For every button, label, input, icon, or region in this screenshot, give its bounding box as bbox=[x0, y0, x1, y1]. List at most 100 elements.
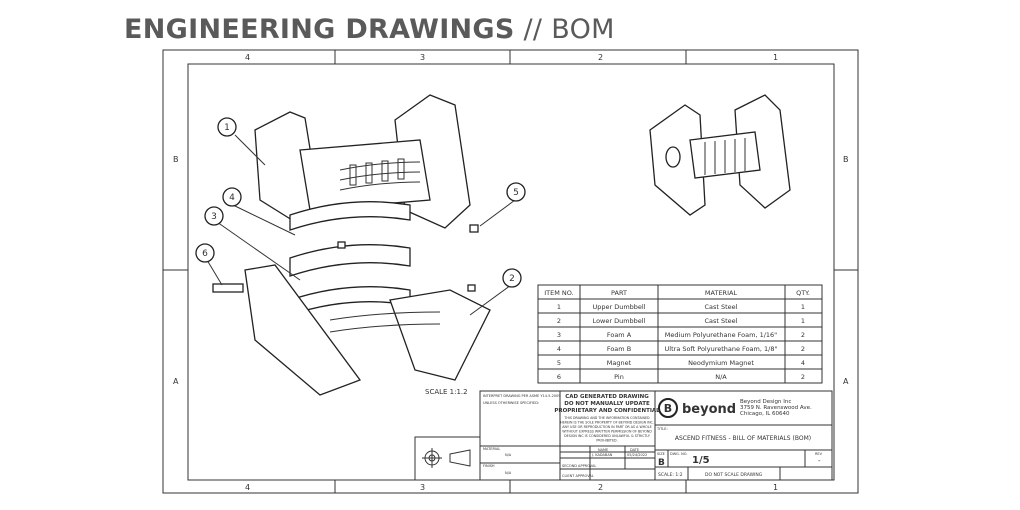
revision: - bbox=[818, 457, 821, 465]
material-label: MATERIAL bbox=[483, 447, 500, 451]
zone-col-1-bottom: 1 bbox=[773, 483, 778, 492]
beyond-logo-icon bbox=[658, 398, 678, 418]
dwg-no-label: DWG. NO. bbox=[670, 452, 687, 456]
title-block: INTERPRET DRAWING PER ASME Y14.5-2009 UN… bbox=[414, 390, 833, 481]
bom-cell: 2 bbox=[801, 373, 805, 381]
drawn-name: J. KADABAN bbox=[591, 453, 613, 457]
zone-col-1-top: 1 bbox=[773, 53, 778, 62]
lower-dumbbell-right-plate bbox=[389, 289, 491, 381]
zone-col-3-top: 3 bbox=[420, 53, 425, 62]
svg-text:B: B bbox=[664, 402, 672, 415]
bom-cell: Magnet bbox=[607, 359, 632, 367]
third-angle-projection-icon bbox=[422, 448, 471, 468]
title-main: ENGINEERING DRAWINGS bbox=[124, 14, 515, 45]
bom-cell: 2 bbox=[801, 331, 805, 339]
magnet bbox=[469, 224, 479, 233]
client-approval-label: CLIENT APPROVAL bbox=[562, 474, 594, 478]
bom-cell: Medium Polyurethane Foam, 1/16" bbox=[665, 331, 777, 339]
sheet-size: B bbox=[658, 458, 665, 468]
bom-cell: Neodymium Magnet bbox=[688, 359, 754, 367]
notice-body-line: HEREIN IS THE SOLE PROPERTY OF BEYOND DE… bbox=[560, 421, 654, 425]
bom-cell: 2 bbox=[557, 317, 561, 325]
bom-header: ITEM NO. bbox=[544, 289, 573, 297]
company-name: Beyond Design Inc bbox=[740, 399, 791, 405]
rev-label: REV bbox=[815, 452, 823, 456]
title-sub: BOM bbox=[551, 14, 615, 45]
bom-cell: Cast Steel bbox=[704, 317, 737, 325]
upper-dumbbell-body bbox=[299, 139, 431, 211]
balloon-1: 1 bbox=[224, 123, 230, 133]
drawn-date: 05/24/2022 bbox=[627, 453, 647, 457]
drawing-number: 1/5 bbox=[692, 455, 710, 466]
bom-cell: 1 bbox=[557, 303, 561, 311]
zone-col-4-bottom: 4 bbox=[245, 483, 250, 492]
bom-header: PART bbox=[611, 289, 627, 297]
notice-line-2: DO NOT MANUALLY UPDATE bbox=[564, 401, 650, 407]
tolerance-title: UNLESS OTHERWISE SPECIFIED: bbox=[483, 401, 539, 405]
lower-dumbbell-left-plate bbox=[244, 264, 362, 396]
bom-cell: Pin bbox=[614, 373, 624, 381]
exploded-view: 1 2 3 4 5 6 SCALE 1:1.2 bbox=[195, 94, 526, 396]
pin bbox=[212, 283, 244, 293]
notice-line-3: PROPRIETARY AND CONFIDENTIAL bbox=[554, 408, 660, 414]
scale-label: SCALE 1:1.2 bbox=[425, 388, 468, 396]
bom-cell: 4 bbox=[801, 359, 805, 367]
balloon-2: 2 bbox=[509, 274, 515, 284]
bom-cell: Foam A bbox=[607, 331, 632, 339]
zone-col-2-bottom: 2 bbox=[598, 483, 603, 492]
assembled-view bbox=[649, 94, 791, 216]
balloon-4: 4 bbox=[229, 193, 235, 203]
bom-cell: 6 bbox=[557, 373, 561, 381]
bom-header: MATERIAL bbox=[705, 289, 738, 297]
balloon-3: 3 bbox=[211, 212, 217, 222]
magnet bbox=[337, 241, 346, 249]
company-city: Chicago, IL 60640 bbox=[740, 411, 790, 417]
notice-body-line: ANY USE OR REPRODUCTION IN PART OR AS A … bbox=[562, 425, 651, 429]
zone-col-4-top: 4 bbox=[245, 53, 250, 62]
notice-line-1: CAD GENERATED DRAWING bbox=[565, 394, 649, 400]
title-sep: // bbox=[514, 14, 552, 45]
bom-cell: Foam B bbox=[607, 345, 631, 353]
drawing-title: ASCEND FITNESS - BILL OF MATERIALS (BOM) bbox=[675, 435, 811, 442]
company-logo-text: beyond bbox=[682, 402, 736, 417]
zone-row-a-left: A bbox=[173, 377, 179, 386]
foam-a bbox=[289, 244, 411, 277]
notice-body-line: PROHIBITED. bbox=[596, 439, 617, 443]
balloon-5: 5 bbox=[513, 188, 519, 198]
zone-row-b-right: B bbox=[843, 155, 849, 164]
bom-header: QTY. bbox=[796, 289, 810, 297]
zone-ticks bbox=[163, 50, 858, 493]
size-label: SIZE bbox=[657, 452, 665, 456]
second-approval-label: SECOND APPROVAL bbox=[562, 464, 596, 468]
name-label: NAME bbox=[598, 448, 608, 452]
tolerance-header: INTERPRET DRAWING PER ASME Y14.5-2009 bbox=[483, 394, 561, 398]
zone-row-b-left: B bbox=[173, 155, 179, 164]
sheet-scale: SCALE: 1:2 bbox=[658, 472, 683, 478]
bom-cell: Ultra Soft Polyurethane Foam, 1/8" bbox=[665, 345, 778, 353]
material-value: N/A bbox=[505, 453, 512, 457]
notice-body-line: DESIGN INC IS CONSIDERED UNLAWFUL & STRI… bbox=[564, 434, 651, 438]
bom-cell: N/A bbox=[715, 373, 727, 381]
bom-cell: 3 bbox=[557, 331, 561, 339]
notice-body-line: THIS DRAWING AND THE INFORMATION CONTAIN… bbox=[563, 416, 650, 420]
company-street: 3759 N. Ravenswood Ave. bbox=[740, 405, 812, 411]
zone-col-3-bottom: 3 bbox=[420, 483, 425, 492]
bom-cell: 4 bbox=[557, 345, 561, 353]
bom-cell: Lower Dumbbell bbox=[593, 317, 646, 325]
zone-col-2-top: 2 bbox=[598, 53, 603, 62]
page-title: ENGINEERING DRAWINGS // BOM bbox=[124, 14, 615, 45]
bom-cell: Upper Dumbbell bbox=[592, 303, 645, 311]
finish-label: FINISH bbox=[483, 464, 495, 468]
zone-row-a-right: A bbox=[843, 377, 849, 386]
title-label: TITLE: bbox=[656, 427, 668, 431]
no-scale-note: DO NOT SCALE DRAWING bbox=[705, 472, 763, 478]
bom-cell: 1 bbox=[801, 317, 805, 325]
finish-value: N/A bbox=[505, 471, 512, 475]
projection-symbol-box bbox=[414, 436, 481, 481]
date-label: DATE bbox=[630, 448, 639, 452]
notice-body-line: WITHOUT EXPRESS WRITTEN PERMISSION OF BE… bbox=[562, 430, 652, 434]
bom-cell: 1 bbox=[801, 303, 805, 311]
bom-cell: Cast Steel bbox=[704, 303, 737, 311]
